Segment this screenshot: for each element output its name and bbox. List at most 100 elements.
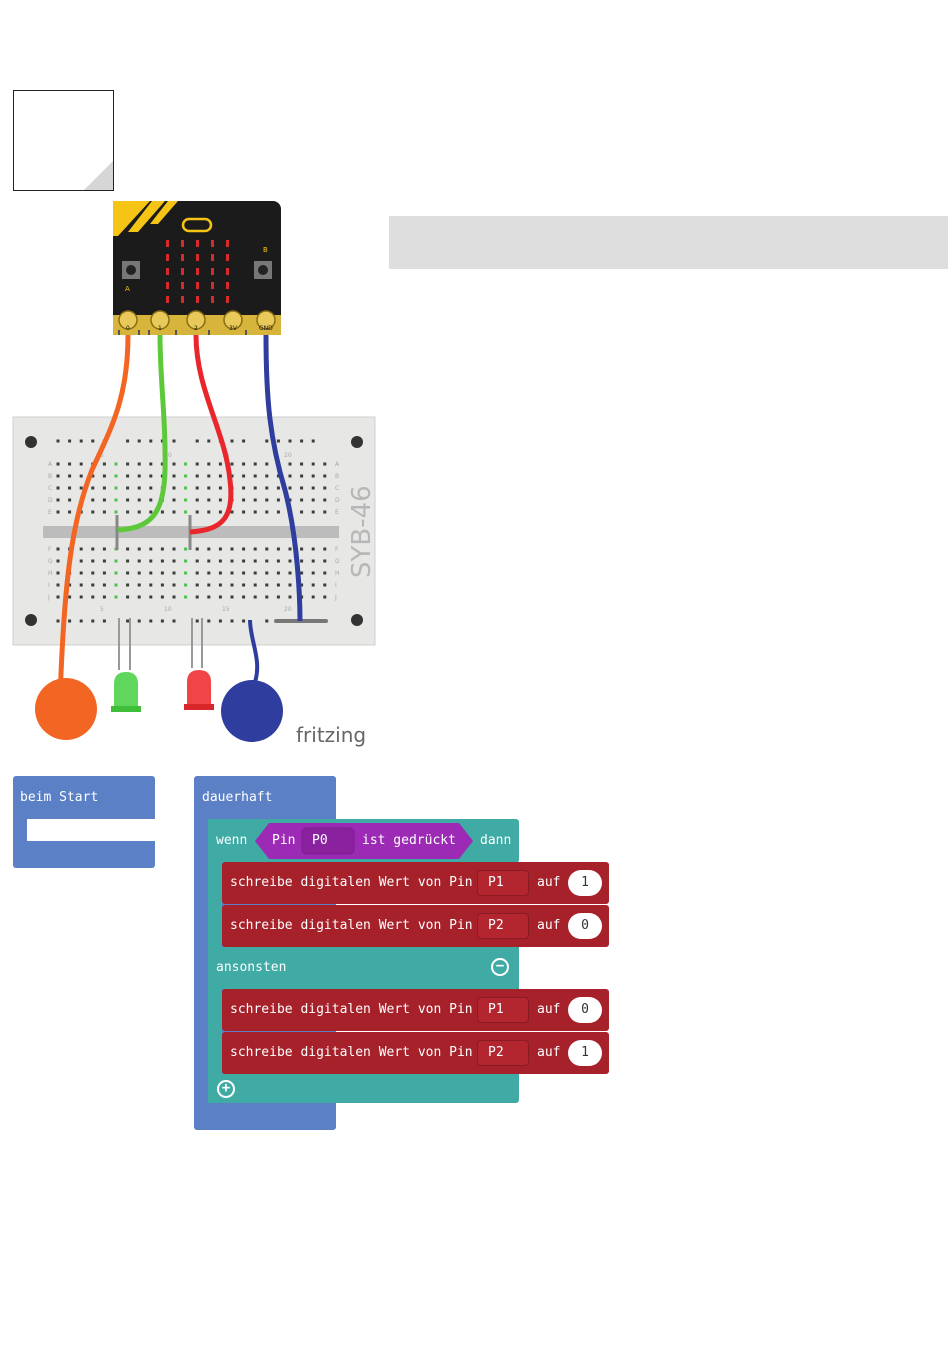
breadboard-hole — [265, 619, 269, 623]
digital-write-block[interactable]: schreibe digitalen Wert von Pin P2 auf 0 — [222, 905, 609, 947]
breadboard-hole — [323, 547, 327, 551]
breadboard-hole — [184, 498, 188, 502]
edge-connector — [118, 310, 276, 335]
breadboard-hole — [253, 595, 257, 599]
breadboard-hole — [253, 486, 257, 490]
breadboard-hole — [79, 595, 83, 599]
breadboard-hole — [218, 559, 222, 563]
breadboard-hole — [265, 559, 269, 563]
breadboard-hole — [207, 510, 211, 514]
breadboard-hole — [265, 510, 269, 514]
breadboard-hole — [91, 498, 95, 502]
breadboard-hole — [91, 510, 95, 514]
breadboard-hole — [102, 547, 106, 551]
breadboard-hole — [207, 498, 211, 502]
breadboard-hole — [126, 583, 130, 587]
red-led — [184, 618, 214, 710]
breadboard-hole — [126, 510, 130, 514]
row-label-f-left: F — [48, 546, 52, 553]
breadboard-hole — [172, 474, 176, 478]
breadboard-hole — [195, 498, 199, 502]
breadboard-hole — [195, 571, 199, 575]
breadboard-hole — [114, 462, 118, 466]
breadboard-hole — [242, 486, 246, 490]
breadboard-hole — [230, 510, 234, 514]
breadboard-hole — [218, 510, 222, 514]
breadboard-hole — [160, 583, 164, 587]
breadboard-hole — [137, 474, 141, 478]
breadboard-hole — [288, 439, 292, 443]
plus-circle-icon[interactable]: + — [217, 1080, 235, 1098]
breadboard-hole — [137, 486, 141, 490]
breadboard-hole — [300, 571, 304, 575]
breadboard-hole — [265, 583, 269, 587]
breadboard-hole — [242, 583, 246, 587]
breadboard-hole — [195, 583, 199, 587]
pin-dropdown[interactable]: P1 — [477, 997, 529, 1023]
breadboard-hole — [126, 619, 130, 623]
breadboard-hole — [195, 619, 199, 623]
breadboard-hole — [79, 571, 83, 575]
condition-pin-dropdown[interactable]: P0 — [312, 833, 328, 848]
value-input[interactable]: 0 — [568, 997, 602, 1023]
breadboard-hole — [218, 571, 222, 575]
breadboard-hole — [242, 559, 246, 563]
breadboard-hole — [149, 547, 153, 551]
value-input[interactable]: 0 — [568, 913, 602, 939]
breadboard-hole — [91, 583, 95, 587]
breadboard-hole — [149, 498, 153, 502]
breadboard-model-label: SYB-46 — [347, 485, 377, 578]
digital-write-block[interactable]: schreibe digitalen Wert von Pin P1 auf 0 — [222, 989, 609, 1031]
breadboard-hole — [218, 619, 222, 623]
breadboard-hole — [126, 474, 130, 478]
breadboard-hole — [79, 547, 83, 551]
auf-label: auf — [537, 1045, 561, 1060]
breadboard-hole — [56, 595, 60, 599]
breadboard-hole — [184, 486, 188, 490]
pin-dropdown[interactable]: P2 — [477, 913, 529, 939]
breadboard-hole — [91, 595, 95, 599]
breadboard-hole — [149, 619, 153, 623]
breadboard-hole — [126, 498, 130, 502]
breadboard-hole — [311, 439, 315, 443]
breadboard-hole — [265, 595, 269, 599]
breadboard-hole — [242, 462, 246, 466]
pin-dropdown[interactable]: P1 — [477, 870, 529, 896]
breadboard-hole — [172, 486, 176, 490]
breadboard-hole — [160, 510, 164, 514]
breadboard-hole — [114, 595, 118, 599]
breadboard-hole — [242, 439, 246, 443]
breadboard-hole — [126, 547, 130, 551]
breadboard-hole — [137, 571, 141, 575]
breadboard-hole — [172, 571, 176, 575]
breadboard-hole — [149, 486, 153, 490]
breadboard-hole — [323, 571, 327, 575]
breadboard-hole — [114, 510, 118, 514]
breadboard-hole — [230, 559, 234, 563]
pin-pressed-condition[interactable] — [255, 822, 475, 860]
pin-dropdown[interactable]: P2 — [477, 1040, 529, 1066]
breadboard-hole — [160, 595, 164, 599]
breadboard-hole — [114, 583, 118, 587]
breadboard-hole — [207, 595, 211, 599]
digital-write-block[interactable]: schreibe digitalen Wert von Pin P1 auf 1 — [222, 862, 609, 904]
col-number-bottom-10: 10 — [164, 606, 172, 613]
breadboard-hole — [137, 583, 141, 587]
breadboard-hole — [56, 547, 60, 551]
col-number-top-10: 10 — [164, 452, 172, 459]
breadboard-hole — [149, 474, 153, 478]
breadboard-hole — [207, 619, 211, 623]
row-label-j-left: J — [47, 594, 50, 601]
breadboard-hole — [288, 583, 292, 587]
minus-circle-icon[interactable]: − — [491, 958, 509, 976]
value-input[interactable]: 1 — [568, 1040, 602, 1066]
breadboard-hole — [195, 486, 199, 490]
microbit-board: A B 0 1 2 3V GND — [113, 201, 281, 335]
breadboard-hole — [288, 559, 292, 563]
pin-label-2: 2 — [194, 325, 198, 332]
value-input[interactable]: 1 — [568, 870, 602, 896]
on-start-block[interactable]: beim Start — [13, 776, 155, 868]
digital-write-block[interactable]: schreibe digitalen Wert von Pin P2 auf 1 — [222, 1032, 609, 1074]
blue-wire-lower — [248, 619, 260, 683]
breadboard-hole — [242, 547, 246, 551]
